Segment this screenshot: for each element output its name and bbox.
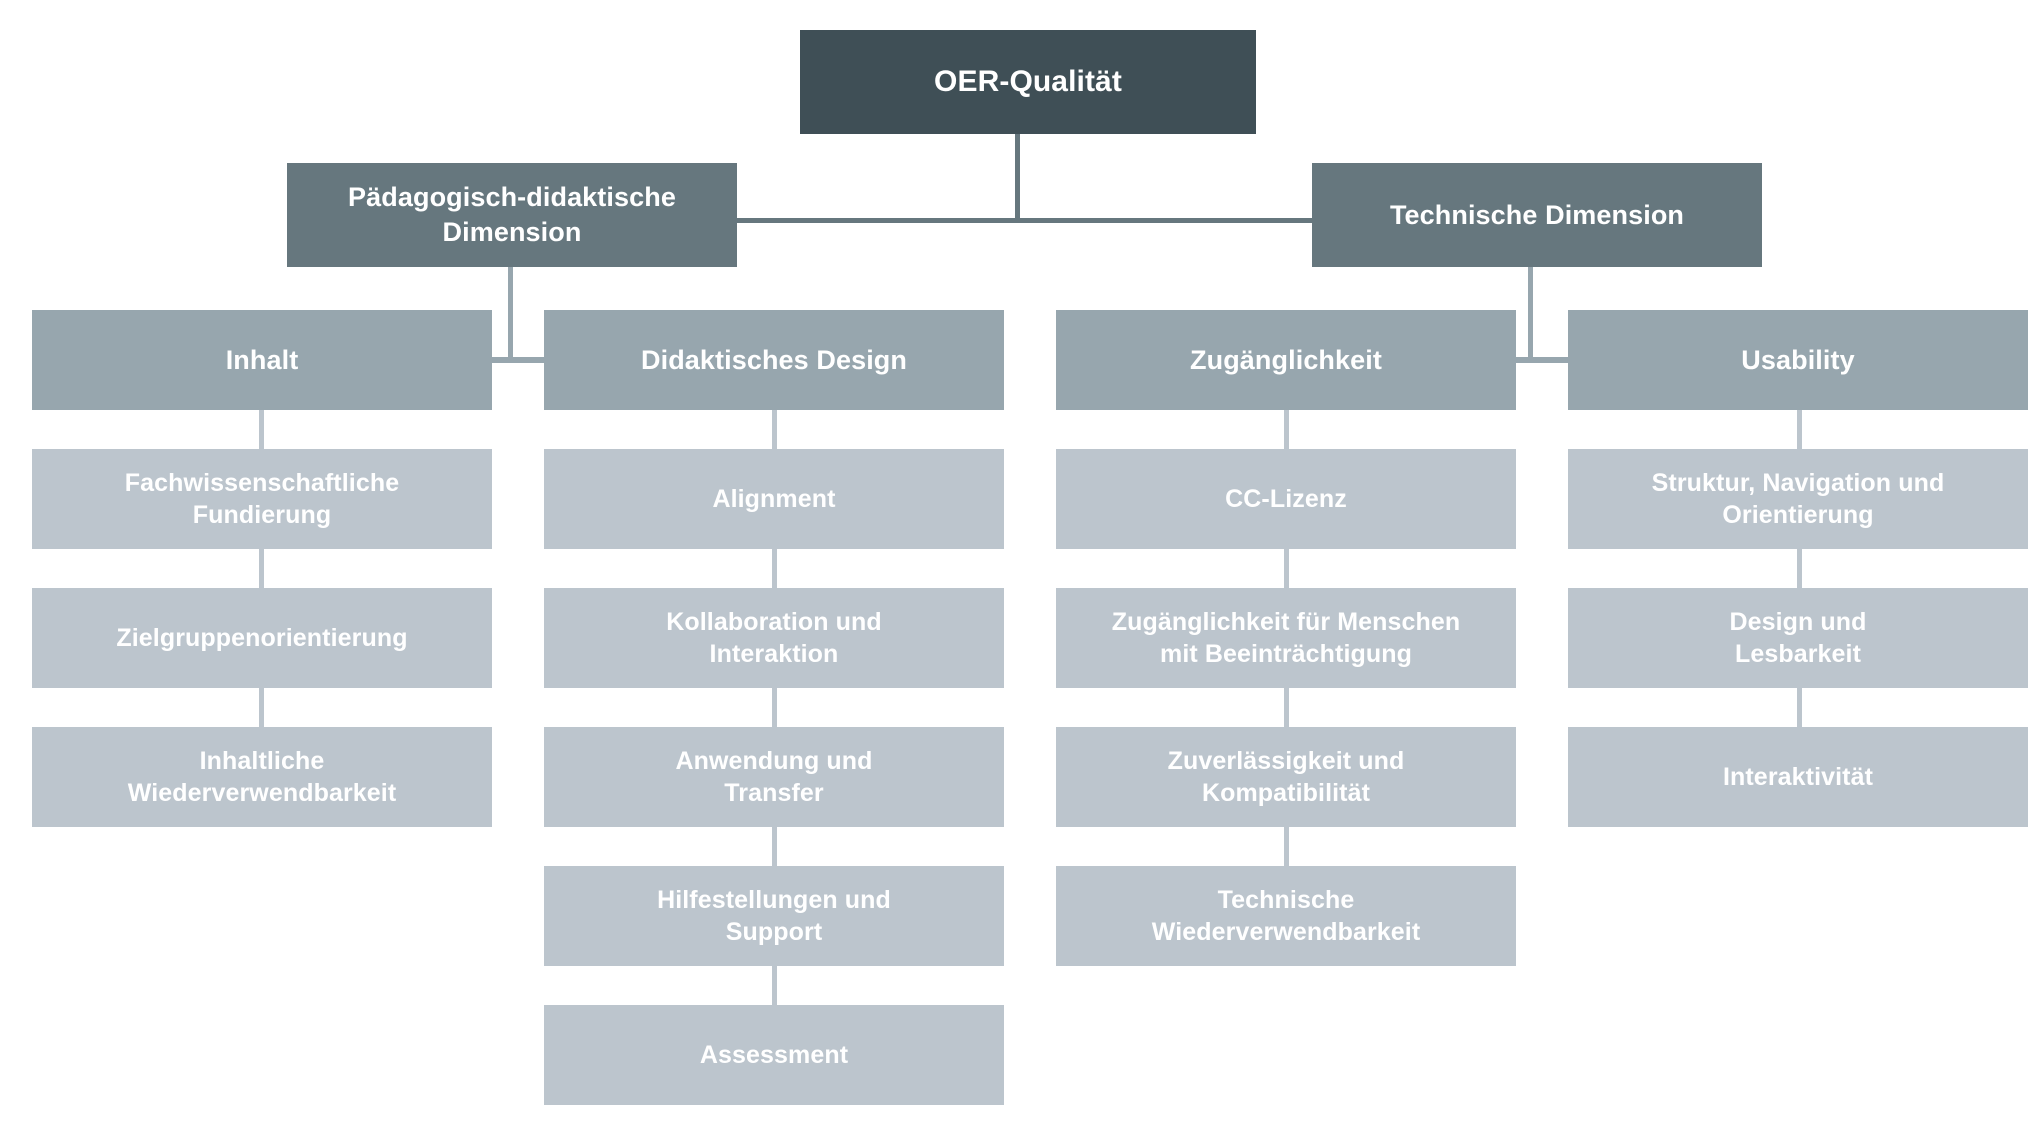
node-criterion-label: Fachwissenschaftliche Fundierung (124, 469, 400, 529)
connector-dimensions-horizontal (737, 218, 1312, 223)
node-category-didaktisches-design[interactable]: Didaktisches Design (544, 310, 1004, 410)
node-category-usability[interactable]: Usability (1568, 310, 2028, 410)
connector-left-dimension-vertical (508, 267, 513, 362)
node-criterion-label: Technische Wiederverwendbarkeit (1151, 886, 1421, 946)
node-criterion-label: Zielgruppenorientierung (116, 624, 408, 652)
node-criterion-label: Zugänglichkeit für Menschen mit Beeinträ… (1111, 608, 1461, 668)
connector-zugang-1 (1284, 410, 1289, 450)
node-criterion-zuverlaessigkeit-und-kompatibilitaet[interactable]: Zuverlässigkeit und Kompatibilität (1056, 727, 1516, 827)
connector-didaktik-1 (772, 410, 777, 450)
node-criterion-label: Interaktivität (1722, 763, 1874, 791)
connector-usability-1 (1797, 410, 1802, 450)
node-criterion-zielgruppenorientierung[interactable]: Zielgruppenorientierung (32, 588, 492, 688)
node-criterion-hilfestellungen-und-support[interactable]: Hilfestellungen und Support (544, 866, 1004, 966)
connector-usability-2 (1797, 549, 1802, 589)
node-criterion-design-und-lesbarkeit[interactable]: Design und Lesbarkeit (1568, 588, 2028, 688)
node-criterion-label: Zuverlässigkeit und Kompatibilität (1167, 747, 1405, 807)
node-criterion-label: Hilfestellungen und Support (657, 886, 891, 946)
node-criterion-anwendung-und-transfer[interactable]: Anwendung und Transfer (544, 727, 1004, 827)
node-root-label: OER-Qualität (934, 64, 1122, 98)
connector-inhalt-1 (259, 410, 264, 450)
node-criterion-assessment[interactable]: Assessment (544, 1005, 1004, 1105)
node-criterion-cc-lizenz[interactable]: CC-Lizenz (1056, 449, 1516, 549)
node-criterion-interaktivitaet[interactable]: Interaktivität (1568, 727, 2028, 827)
node-criterion-alignment[interactable]: Alignment (544, 449, 1004, 549)
connector-didaktik-5 (772, 966, 777, 1006)
connector-left-categories-horizontal (492, 357, 552, 363)
node-criterion-inhaltliche-wiederverwendbarkeit[interactable]: Inhaltliche Wiederverwendbarkeit (32, 727, 492, 827)
node-root-oer-qualitaet[interactable]: OER-Qualität (800, 30, 1256, 134)
node-category-label: Didaktisches Design (641, 344, 907, 375)
node-dimension-technische[interactable]: Technische Dimension (1312, 163, 1762, 267)
node-criterion-label: Struktur, Navigation und Orientierung (1651, 469, 1945, 529)
connector-right-dimension-vertical (1528, 267, 1533, 362)
node-criterion-technische-wiederverwendbarkeit[interactable]: Technische Wiederverwendbarkeit (1056, 866, 1516, 966)
node-criterion-label: Inhaltliche Wiederverwendbarkeit (127, 747, 397, 807)
node-category-label: Zugänglichkeit (1190, 344, 1382, 375)
connector-root-vertical (1015, 133, 1020, 221)
node-dimension-paedagogisch-didaktische[interactable]: Pädagogisch-didaktische Dimension (287, 163, 737, 267)
node-category-inhalt[interactable]: Inhalt (32, 310, 492, 410)
connector-inhalt-3 (259, 688, 264, 728)
node-dimension-label: Pädagogisch-didaktische Dimension (348, 182, 676, 247)
node-criterion-label: Anwendung und Transfer (675, 747, 873, 807)
node-criterion-zugaenglichkeit-fuer-menschen-mit-beeintraechtigung[interactable]: Zugänglichkeit für Menschen mit Beeinträ… (1056, 588, 1516, 688)
node-criterion-struktur-navigation-und-orientierung[interactable]: Struktur, Navigation und Orientierung (1568, 449, 2028, 549)
node-category-label: Inhalt (225, 344, 299, 375)
node-criterion-label: CC-Lizenz (1225, 485, 1347, 513)
node-criterion-fachwissenschaftliche-fundierung[interactable]: Fachwissenschaftliche Fundierung (32, 449, 492, 549)
node-criterion-label: Assessment (699, 1041, 849, 1069)
node-criterion-label: Design und Lesbarkeit (1729, 608, 1867, 668)
connector-didaktik-3 (772, 688, 777, 728)
connector-zugang-3 (1284, 688, 1289, 728)
node-category-zugaenglichkeit[interactable]: Zugänglichkeit (1056, 310, 1516, 410)
connector-zugang-2 (1284, 549, 1289, 589)
connector-didaktik-2 (772, 549, 777, 589)
connector-didaktik-4 (772, 827, 777, 867)
connector-zugang-4 (1284, 827, 1289, 867)
node-criterion-label: Kollaboration und Interaktion (666, 608, 882, 668)
node-criterion-kollaboration-und-interaktion[interactable]: Kollaboration und Interaktion (544, 588, 1004, 688)
connector-right-categories-horizontal (1512, 357, 1572, 363)
node-category-label: Usability (1741, 344, 1855, 375)
connector-usability-3 (1797, 688, 1802, 728)
node-criterion-label: Alignment (712, 485, 836, 513)
node-dimension-label: Technische Dimension (1389, 199, 1685, 230)
connector-inhalt-2 (259, 549, 264, 589)
